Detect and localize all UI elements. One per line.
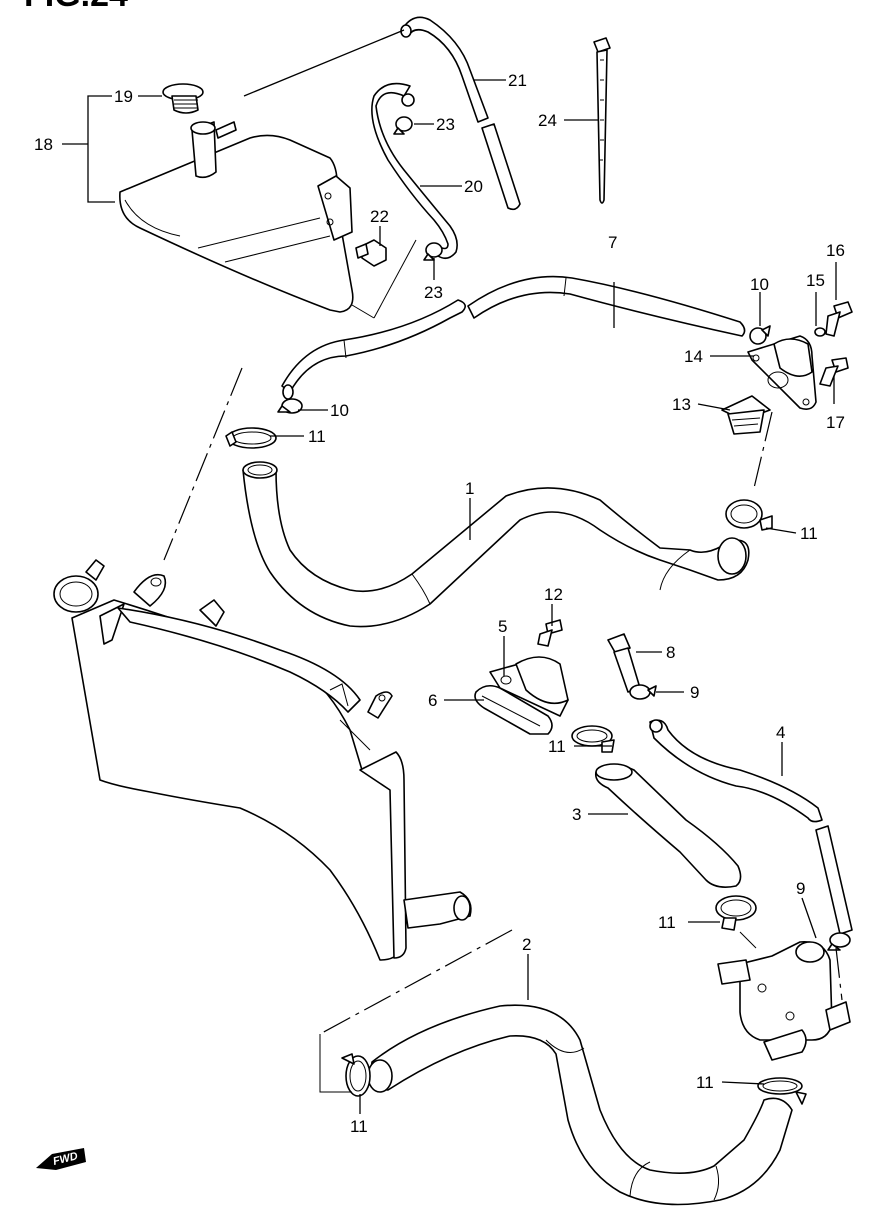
clip-9-upper [629,684,657,700]
radiator-hose-1 [242,461,750,628]
callout-22: 22 [370,207,389,226]
hose-7 [281,275,746,400]
clamp-11-f [341,1053,371,1097]
breather-hose [400,16,521,211]
gasket-6 [474,684,553,735]
callout-23-lower: 23 [424,283,443,302]
water-pump [717,941,851,1061]
bolt-12 [537,619,563,647]
bolt-17 [819,357,849,387]
callout-23-upper: 23 [436,115,455,134]
callout-14: 14 [684,347,703,366]
radiator [53,559,472,961]
callout-21: 21 [508,71,527,90]
callout-11-f: 11 [350,1117,368,1136]
radiator-hose-2 [367,1004,793,1206]
callout-labels: 1 2 3 4 5 6 7 8 9 9 10 10 11 11 11 11 11… [34,71,845,1136]
reservoir-cap [162,83,204,114]
callout-16: 16 [826,241,845,260]
callout-11-c: 11 [548,737,566,756]
cable-tie [593,37,611,204]
clip-9-lower [827,932,851,951]
thermostat [721,395,771,435]
clip-23-lower [423,242,443,261]
figure-title: FIG.24 [24,0,128,14]
callout-9-upper: 9 [690,683,699,702]
washer-15 [814,327,826,337]
callout-6: 6 [428,691,437,710]
outlet-housing-5 [489,656,569,717]
callout-20: 20 [464,177,483,196]
callout-7: 7 [608,233,617,252]
clip-10-left [277,398,303,414]
callout-12: 12 [544,585,563,604]
clamp-11-c [571,725,615,753]
reservoir-tank [119,121,354,313]
callout-8: 8 [666,643,675,662]
callout-24: 24 [538,111,557,130]
callout-2: 2 [522,935,531,954]
callout-17: 17 [826,413,845,432]
clamp-11-e [757,1077,807,1105]
callout-18: 18 [34,135,53,154]
clamp-11-a [225,427,277,449]
clamp-11-d [715,895,757,931]
hose-3 [594,763,742,888]
callout-10-right: 10 [750,275,769,294]
callout-11-d: 11 [658,913,676,932]
callout-3: 3 [572,805,581,824]
thermostat-cover [747,335,817,410]
fwd-label: FWD [52,1150,79,1168]
fitting-8 [607,633,641,693]
callout-15: 15 [806,271,825,290]
fwd-arrow-icon: FWD [36,1148,86,1170]
callout-11-e: 11 [696,1073,714,1092]
callout-9-lower: 9 [796,879,805,898]
callout-1: 1 [465,479,474,498]
callout-10-left: 10 [330,401,349,420]
callout-13: 13 [672,395,691,414]
callout-11-a: 11 [308,427,326,446]
overflow-hose [371,82,458,260]
bolt-16 [825,301,853,337]
leader-lines [243,29,837,1114]
bolt-22 [355,239,387,267]
clip-10-right [749,325,771,345]
callout-19: 19 [114,87,133,106]
hose-4 [649,719,853,935]
clip-23-upper [393,116,413,135]
callout-4: 4 [776,723,785,742]
clamp-11-b [725,499,773,531]
callout-5: 5 [498,617,507,636]
callout-11-b: 11 [800,524,818,543]
